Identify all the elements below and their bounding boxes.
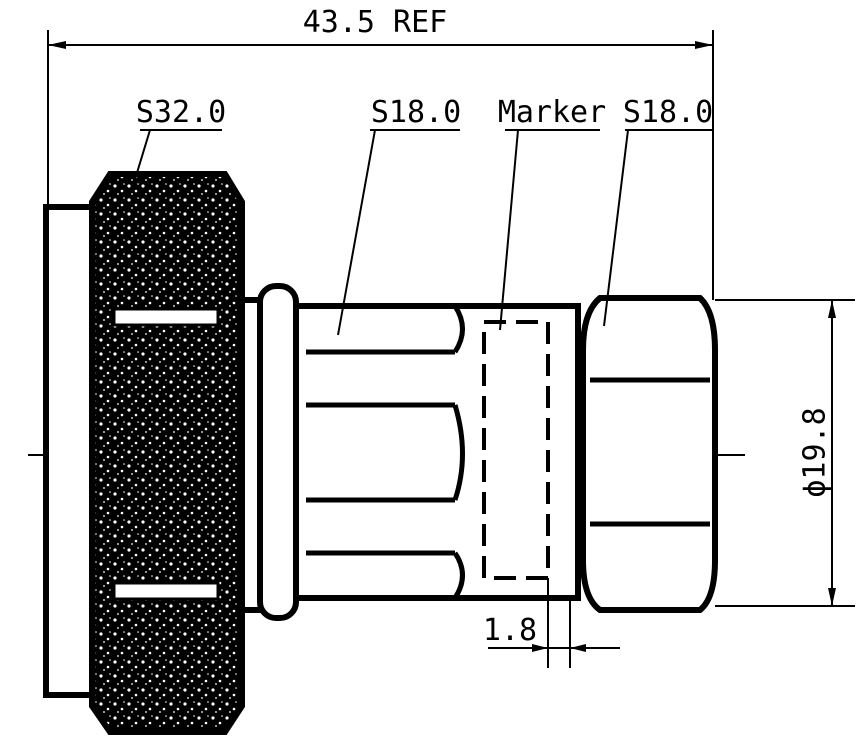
marker-callout: Marker bbox=[498, 95, 606, 331]
front-flange bbox=[43, 204, 95, 698]
diameter-label: ϕ19.8 bbox=[798, 407, 833, 497]
body-hex-label: S18.0 bbox=[371, 95, 461, 130]
overall-length-label: 43.5 REF bbox=[303, 5, 448, 40]
rear-hex bbox=[580, 295, 718, 613]
nut-flat-band-upper bbox=[112, 307, 220, 327]
marker-region bbox=[482, 320, 550, 580]
diameter-dimension: ϕ19.8 bbox=[715, 299, 855, 607]
marker-label: Marker bbox=[498, 95, 606, 130]
nut-flat-band-lower bbox=[112, 581, 220, 601]
rear-hex-callout: S18.0 bbox=[603, 95, 713, 327]
o-ring-collar bbox=[257, 283, 299, 621]
body-hex-callout: S18.0 bbox=[337, 95, 461, 336]
hex-nut-label: S32.0 bbox=[136, 95, 226, 130]
rear-hex-label: S18.0 bbox=[623, 95, 713, 130]
gap-label: 1.8 bbox=[483, 613, 537, 648]
overall-length-dimension: 43.5 REF bbox=[47, 5, 714, 300]
gap-dimension: 1.8 bbox=[483, 578, 620, 668]
hex-nut-callout: S32.0 bbox=[132, 95, 226, 187]
coupling-nut bbox=[89, 171, 245, 735]
body-hex bbox=[293, 303, 581, 601]
